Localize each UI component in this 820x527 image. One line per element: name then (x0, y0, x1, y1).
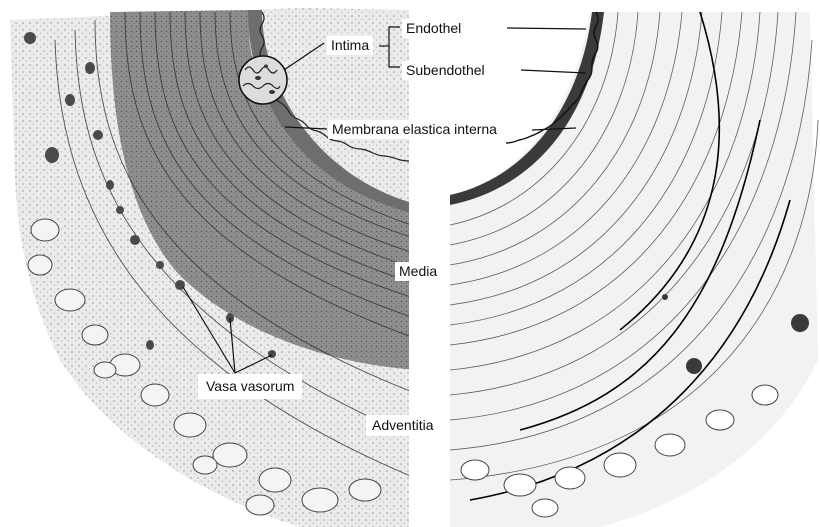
right-section (450, 12, 818, 527)
label-media: Media (395, 262, 441, 281)
label-adventitia: Adventitia (366, 415, 439, 436)
label-endothel: Endothel (402, 19, 465, 38)
label-vasa-vasorum: Vasa vasorum (198, 374, 302, 399)
label-subendothel: Subendothel (402, 61, 489, 80)
endothel-leader (507, 28, 586, 29)
label-intima: Intima (327, 36, 373, 55)
left-section (10, 8, 431, 527)
right-region (450, 12, 818, 527)
intima-inset (239, 56, 287, 104)
label-membrana-elastica-interna: Membrana elastica interna (328, 120, 501, 139)
